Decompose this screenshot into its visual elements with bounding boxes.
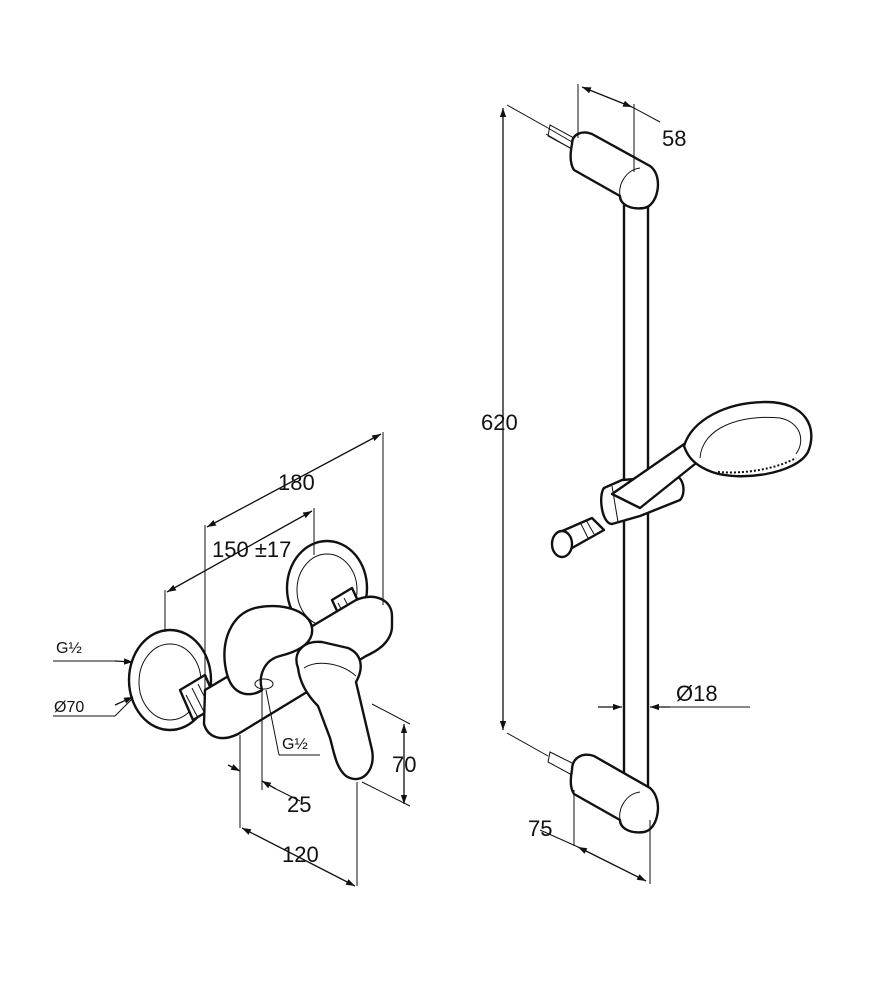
bottom-bracket xyxy=(547,751,660,834)
dim-g-half-center: G½ xyxy=(282,736,308,753)
dim-58: 58 xyxy=(662,126,686,151)
dim-diameter-70: Ø70 xyxy=(54,699,84,716)
dim-75: 75 xyxy=(528,816,552,841)
dim-g-half-left: G½ xyxy=(56,640,82,657)
dim-120: 120 xyxy=(282,842,319,867)
top-bracket xyxy=(545,124,660,210)
shower-outlet xyxy=(223,604,314,696)
shower-rail-drawing: 620 58 Ø18 75 xyxy=(481,84,813,884)
dim-150: 150 ±17 xyxy=(212,537,291,562)
dim-70-height: 70 xyxy=(392,752,416,777)
mixer-drawing: 180 150 ±17 G½ Ø70 G½ 70 25 120 xyxy=(53,432,416,887)
dim-diameter-18: Ø18 xyxy=(676,681,718,706)
dim-180: 180 xyxy=(278,470,315,495)
hose-connector xyxy=(550,516,606,559)
dim-620: 620 xyxy=(481,410,518,435)
lever-handle xyxy=(295,640,374,781)
hand-shower xyxy=(610,400,813,510)
dim-25: 25 xyxy=(287,792,311,817)
